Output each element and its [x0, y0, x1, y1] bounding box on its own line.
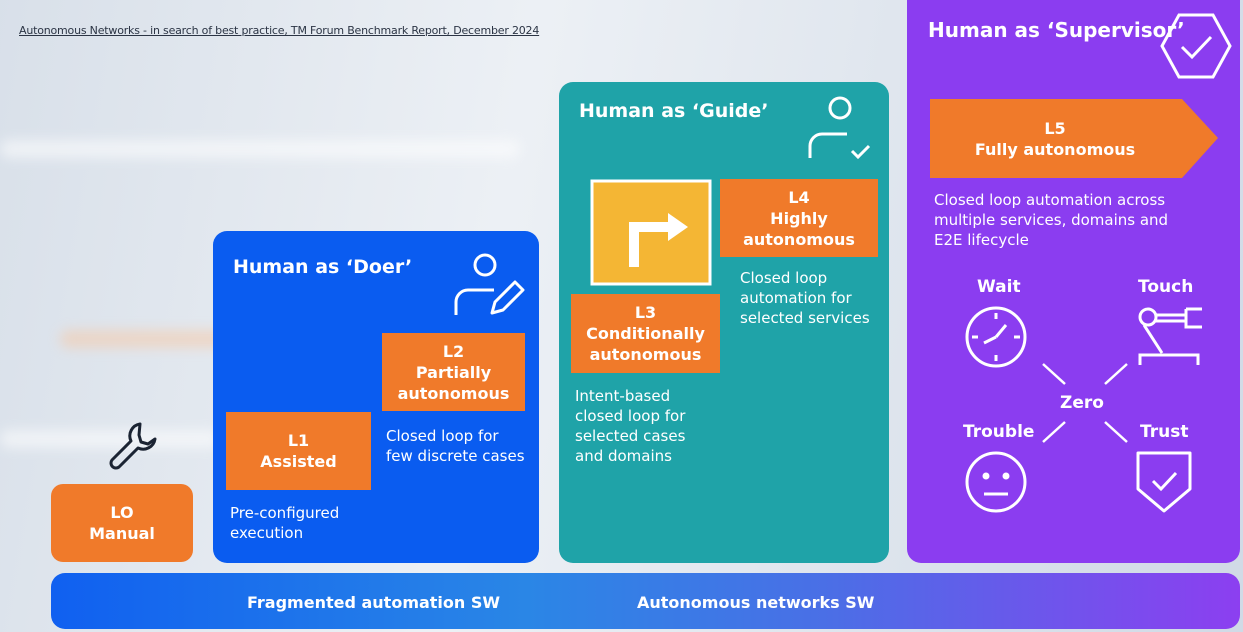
light-streak	[0, 430, 220, 448]
zero-center-label: Zero	[1060, 393, 1104, 413]
desc-line: selected cases	[575, 427, 686, 445]
hexagon-check-icon	[1160, 12, 1232, 80]
level-l0-box: LO Manual	[51, 484, 193, 562]
panel-title-doer: Human as ‘Doer’	[233, 256, 413, 278]
desc-line: Closed loop automation across	[934, 191, 1166, 209]
level-name: Conditionally	[586, 324, 705, 343]
desc-line: and domains	[575, 447, 672, 465]
desc-line: execution	[230, 524, 304, 542]
connector-lines	[1035, 360, 1135, 450]
neutral-face-icon	[964, 450, 1028, 514]
level-name: Fully autonomous	[974, 139, 1136, 159]
level-l2-box: L2 Partially autonomous	[382, 333, 525, 411]
level-code: LO	[110, 503, 134, 522]
turn-right-sign-icon	[590, 179, 712, 286]
level-name: Highly	[770, 208, 828, 228]
zero-touch-label: Touch	[1138, 277, 1194, 297]
zero-trouble-label: Trouble	[963, 422, 1035, 442]
level-name: Partially	[415, 362, 492, 382]
level-l3-box: L3 Conditionally autonomous	[571, 294, 720, 373]
level-name: autonomous	[743, 229, 855, 249]
level-l4-box: L4 Highly autonomous	[720, 179, 878, 257]
desc-line: closed loop for	[575, 407, 686, 425]
panel-title-supervisor: Human as ‘Supervisor’	[928, 18, 1185, 42]
level-l2-description: Closed loop for few discrete cases	[386, 426, 525, 466]
desc-line: Pre-configured	[230, 504, 340, 522]
desc-line: multiple services, domains and	[934, 211, 1169, 229]
person-check-icon	[805, 96, 875, 162]
level-name: autonomous	[397, 383, 510, 403]
level-code: L4	[788, 187, 810, 207]
robot-arm-icon	[1134, 303, 1206, 369]
clock-icon	[964, 305, 1028, 369]
bar-label-autonomous: Autonomous networks SW	[637, 593, 875, 612]
panel-title-guide: Human as ‘Guide’	[579, 100, 769, 122]
level-l5-description: Closed loop automation across multiple s…	[934, 190, 1168, 250]
level-name: Manual	[89, 524, 155, 543]
level-l4-description: Closed loop automation for selected serv…	[740, 268, 870, 328]
desc-line: E2E lifecycle	[934, 231, 1029, 249]
level-l3-description: Intent-based closed loop for selected ca…	[575, 386, 685, 466]
software-bar	[51, 573, 1240, 629]
level-code: L2	[442, 341, 465, 361]
source-citation[interactable]: Autonomous Networks - in search of best …	[19, 24, 540, 37]
person-edit-icon	[450, 250, 526, 322]
level-name: Assisted	[260, 452, 337, 471]
desc-line: Intent-based	[575, 387, 671, 405]
desc-line: few discrete cases	[386, 447, 525, 465]
level-l1-description: Pre-configured execution	[230, 503, 339, 543]
zero-wait-label: Wait	[977, 277, 1021, 297]
level-l5-label: L5 Fully autonomous	[930, 99, 1180, 178]
level-name: autonomous	[589, 345, 702, 364]
wrench-icon	[104, 418, 160, 474]
level-l1-box: L1 Assisted	[226, 412, 371, 490]
desc-line: Closed loop for	[386, 427, 499, 445]
level-code: L5	[1044, 118, 1066, 138]
desc-line: Closed loop	[740, 269, 828, 287]
desc-line: automation for	[740, 289, 852, 307]
light-streak	[0, 140, 520, 158]
shield-check-icon	[1134, 449, 1194, 515]
level-l5-arrow	[930, 99, 1218, 178]
level-code: L1	[287, 431, 310, 450]
level-code: L3	[634, 303, 657, 322]
bar-label-fragmented: Fragmented automation SW	[247, 593, 501, 612]
zero-trust-label: Trust	[1140, 422, 1189, 442]
desc-line: selected services	[740, 309, 870, 327]
panel-human-as-supervisor	[907, 0, 1240, 563]
